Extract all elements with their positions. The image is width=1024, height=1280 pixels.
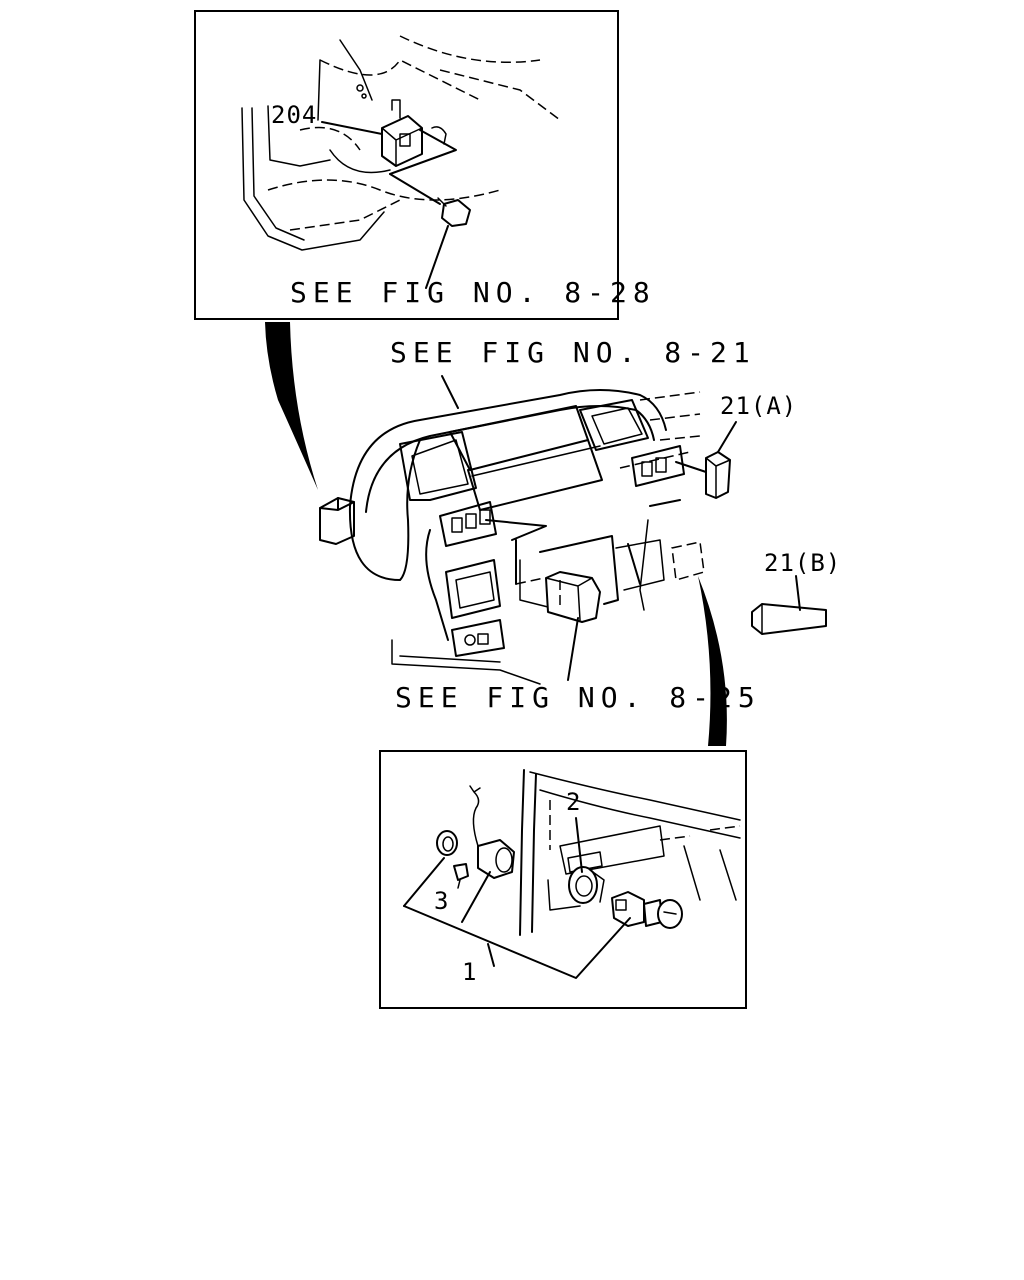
part-204-label: 204 [271,101,317,129]
see-fig-8-21-label: SEE FIG NO. 8-21 [390,336,756,369]
inset-top: 204 SEE FIG NO. 8-28 [194,10,656,320]
cover-21a-illustration [705,421,737,499]
lighter-plug-illustration [611,891,683,929]
inset-bottom-frame [379,750,747,1009]
bolt-illustration [437,197,471,227]
see-fig-8-28-label: SEE FIG NO. 8-28 [290,276,656,309]
instrument-panel-illustration [319,375,707,685]
illumination-ring-illustration [436,830,469,889]
inset-bottom: 2 3 1 [379,750,747,1009]
bulb-housing-illustration [469,785,515,879]
part-1-label: 1 [462,958,477,986]
part-21a-label: 21(A) [720,392,797,420]
blank-plate-21b-illustration [751,575,827,635]
part-2-label: 2 [566,788,581,816]
inset-top-frame [194,10,619,320]
module-204-illustration [356,84,447,167]
lighter-socket-illustration [568,866,605,904]
arrow-to-bottom-inset [698,576,727,746]
part-21b-label: 21(B) [764,549,841,577]
part-3-label: 3 [434,887,449,915]
switch-8-25-illustration [545,571,601,681]
see-fig-8-25-label: SEE FIG NO. 8-25 [395,681,761,714]
arrow-from-top-inset [265,322,318,490]
